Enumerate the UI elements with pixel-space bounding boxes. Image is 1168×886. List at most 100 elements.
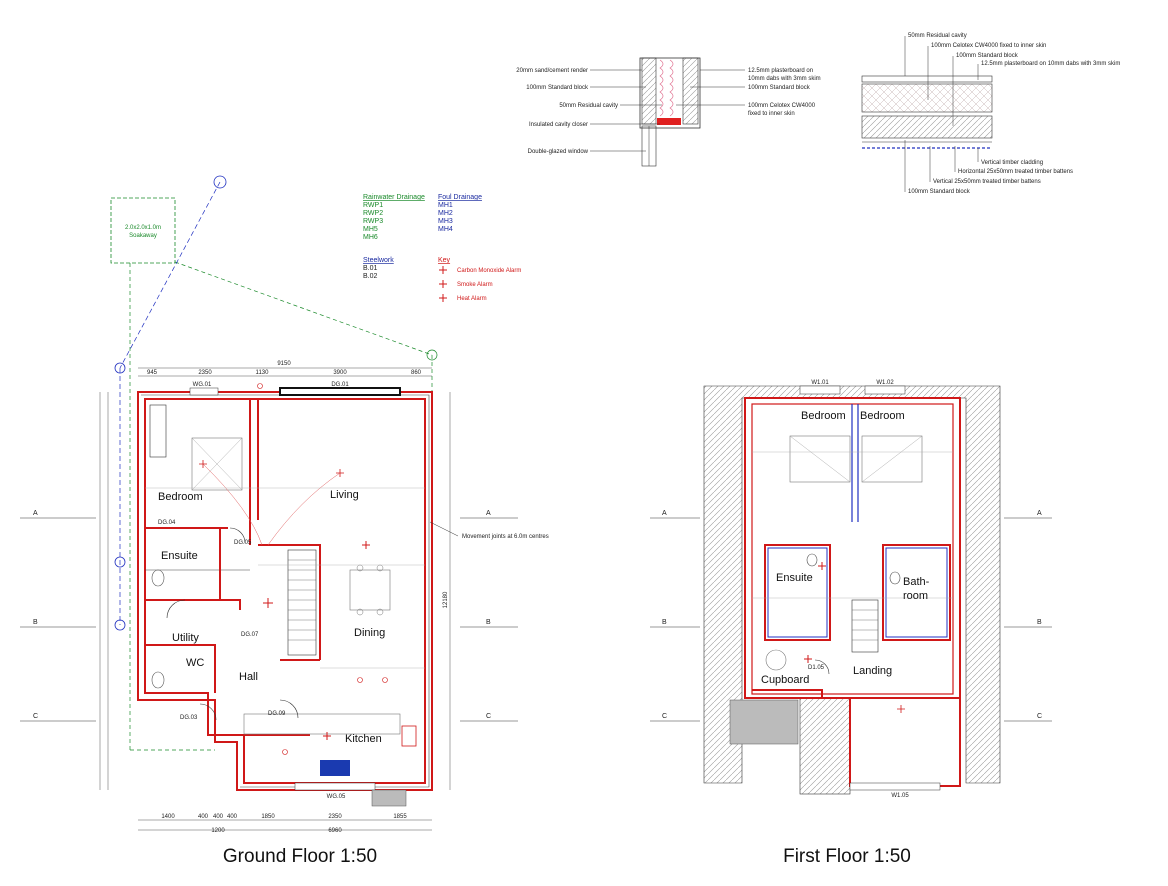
section-label: A [486, 510, 491, 517]
toilet-icon [806, 553, 818, 567]
section-markers-first: A A B B C C [650, 510, 1052, 722]
section-label: B [662, 619, 667, 626]
legend-item: B.01 [363, 265, 378, 272]
toilet-icon [889, 571, 901, 585]
window-tag: WG.05 [327, 794, 346, 800]
first-floor-title: First Floor 1:50 [783, 846, 911, 867]
door-tag: DG.04 [158, 520, 176, 526]
window-tag: DG.01 [331, 382, 349, 388]
dining-table [349, 569, 391, 611]
room-label-utility: Utility [172, 632, 199, 644]
cladding-label: 100mm Celotex CW4000 fixed to inner skin [931, 43, 1046, 49]
section-label: C [486, 713, 491, 720]
room-label-hall: Hall [239, 671, 258, 683]
room-label-bedroom-1: Bedroom [801, 410, 846, 422]
cladding-label: 100mm Standard block [956, 53, 1019, 59]
legend-key-title: Key [438, 257, 451, 264]
cladding-label: Vertical 25x50mm treated timber battens [933, 179, 1041, 185]
legend-item: MH2 [438, 210, 453, 217]
room-label-bathroom: room [903, 590, 928, 602]
dimension-label: 1855 [393, 814, 407, 820]
cladding-label: Vertical timber cladding [981, 160, 1043, 166]
hob-icon [320, 760, 350, 776]
section-label: A [33, 510, 38, 517]
smoke-alarm-icon [263, 598, 273, 608]
first-floor-plan: W1.01 W1.02 W1.05 D1.05 [703, 380, 1001, 799]
room-label-dining: Dining [354, 627, 385, 639]
wall-section-detail: 20mm sand/cement render 100mm Standard b… [516, 57, 821, 167]
dimension-label: 860 [411, 370, 422, 376]
cladding-label: 12.5mm plasterboard on 10mm dabs with 3m… [981, 61, 1120, 67]
room-label-bathroom: Bath- [903, 576, 930, 588]
ground-floor-plan: 9150 945 2350 1130 3900 860 12180 1400 4… [99, 361, 549, 834]
window-tag: W1.05 [891, 793, 909, 799]
room-label-bedroom-2: Bedroom [860, 410, 905, 422]
dimension-label: 400 [213, 814, 224, 820]
dimension-label: 12180 [443, 591, 449, 608]
dimension-label: 2350 [328, 814, 342, 820]
dimension-label: 2350 [198, 370, 212, 376]
wall-detail-label: 100mm Standard block [748, 85, 811, 91]
section-label: B [33, 619, 38, 626]
toilet-icon [151, 671, 165, 689]
door-tag: DG.05 [234, 540, 252, 546]
soakaway-label: 2.0x2.0x1.0m [125, 225, 161, 231]
water-cylinder [765, 649, 787, 671]
room-label-bedroom: Bedroom [158, 491, 203, 503]
legend-key-item: Smoke Alarm [457, 282, 493, 288]
ground-floor-title: Ground Floor 1:50 [223, 846, 377, 867]
section-label: A [1037, 510, 1042, 517]
dimension-label: 3900 [333, 370, 347, 376]
manhole-icon [114, 556, 126, 568]
door-tag: DG.09 [268, 711, 286, 717]
wall-detail-label: fixed to inner skin [748, 111, 795, 117]
window-tag: WG.01 [193, 382, 212, 388]
co-alarm-icon [818, 562, 826, 570]
legend-item: RWP1 [363, 202, 383, 209]
legend-key-item: Heat Alarm [457, 296, 487, 302]
room-label-kitchen: Kitchen [345, 733, 382, 745]
door-tag: DG.07 [241, 632, 259, 638]
room-label-wc: WC [186, 657, 204, 669]
wall-detail-label: Double-glazed window [528, 149, 589, 155]
manhole-icon [213, 175, 227, 189]
legend-item: MH1 [438, 202, 453, 209]
dimension-label: 1400 [161, 814, 175, 820]
bed [191, 437, 243, 491]
wall-detail-label: 100mm Celotex CW4000 [748, 103, 816, 109]
dimension-label: 400 [198, 814, 209, 820]
wall-detail-label: 12.5mm plasterboard on [748, 68, 813, 74]
legend-item: B.02 [363, 273, 378, 280]
window-tag: W1.01 [811, 380, 829, 386]
co-alarm-icon [362, 541, 370, 549]
heat-alarm-icon [439, 294, 447, 302]
dimension-label: 400 [227, 814, 238, 820]
cladding-label: Horizontal 25x50mm treated timber batten… [958, 169, 1073, 175]
room-label-ensuite: Ensuite [161, 550, 198, 562]
wall-detail-label: Insulated cavity closer [529, 122, 588, 128]
door-tag: DG.03 [180, 715, 198, 721]
room-label-living: Living [330, 489, 359, 501]
wall-detail-label: 20mm sand/cement render [516, 68, 588, 74]
legend-foul-title: Foul Drainage [438, 194, 482, 201]
legend-rainwater-title: Rainwater Drainage [363, 194, 425, 201]
soakaway-label: Soakaway [129, 233, 157, 239]
manhole-icon [114, 619, 126, 631]
smoke-alarm-icon [804, 655, 812, 663]
dimension-label: 6960 [328, 828, 342, 834]
legend-item: MH5 [363, 226, 378, 233]
smoke-alarm-icon [439, 280, 447, 288]
legend-item: RWP3 [363, 218, 383, 225]
dimension-label: 1130 [256, 370, 270, 376]
bed [789, 435, 851, 483]
section-label: A [662, 510, 667, 517]
wall-detail-label: 100mm Standard block [526, 85, 589, 91]
movement-joint-note: Movement joints at 6.0m centres [462, 534, 549, 540]
dimension-label: 945 [147, 370, 158, 376]
section-label: C [1037, 713, 1042, 720]
light-point-icon [897, 705, 905, 713]
section-label: C [662, 713, 667, 720]
legend-steel-title: Steelwork [363, 257, 394, 264]
window-tag: W1.02 [876, 380, 894, 386]
